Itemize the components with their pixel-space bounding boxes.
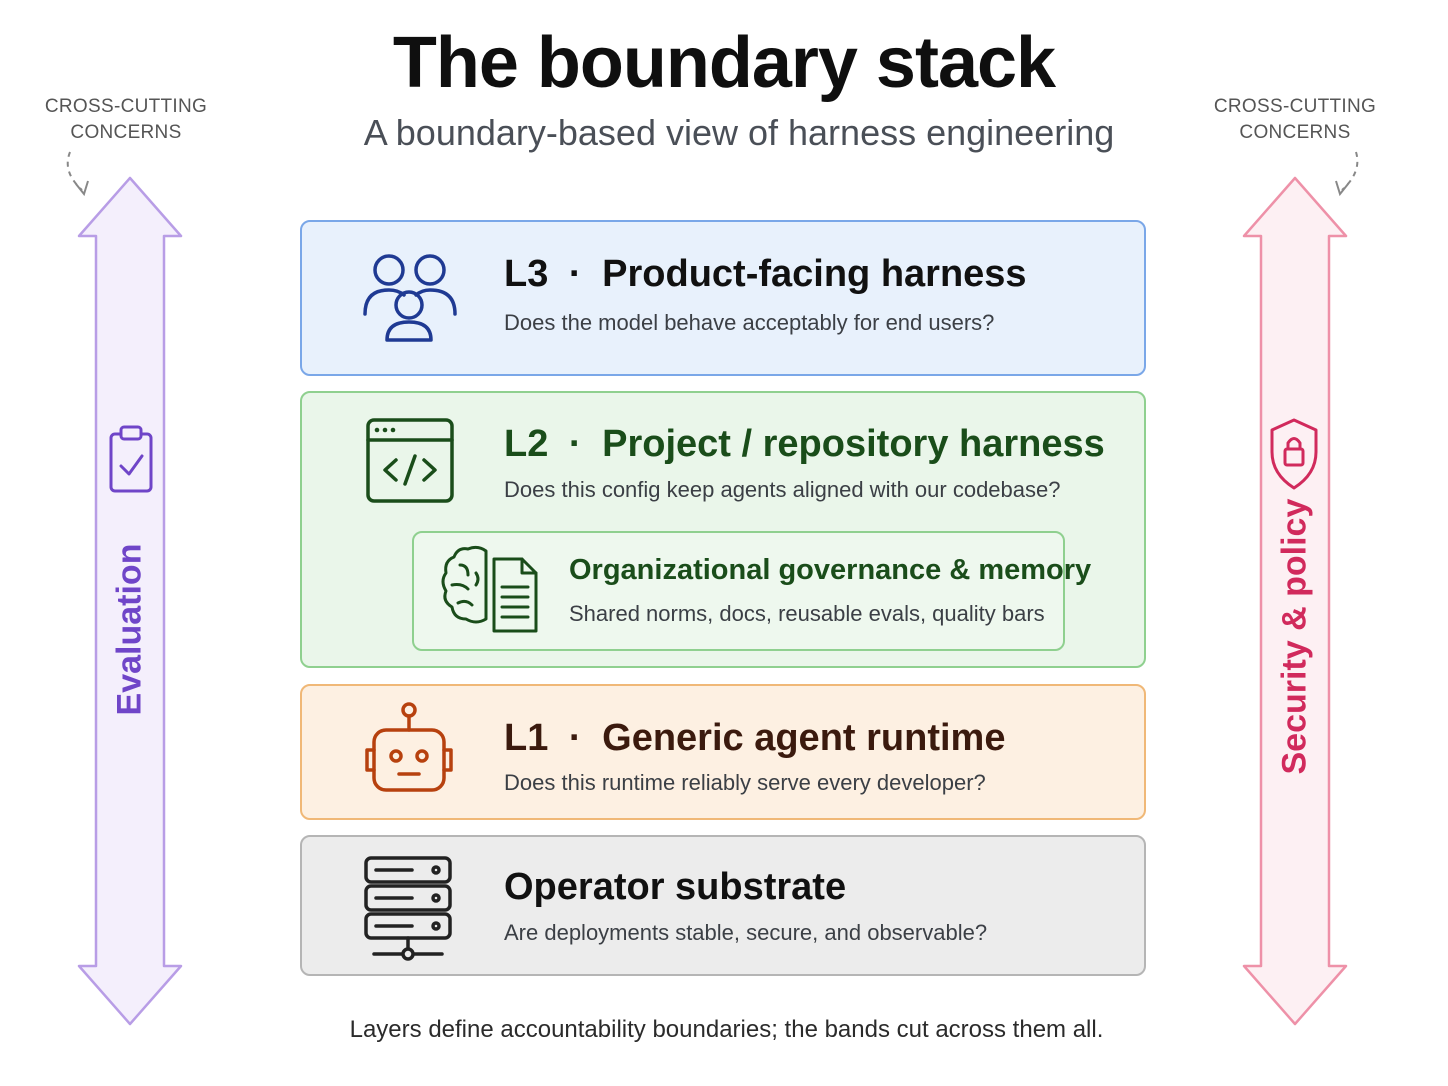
page-subtitle: A boundary-based view of harness enginee… xyxy=(363,112,1115,153)
layer-l3-card xyxy=(300,220,1146,376)
pointer-arrow-left xyxy=(66,151,83,191)
layer-l3-title: L3 · Product-facing harness xyxy=(504,253,1027,295)
layer-l3-question: Does the model behave acceptably for end… xyxy=(504,310,995,335)
layer-l2-question: Does this config keep agents aligned wit… xyxy=(504,477,1061,502)
pointer-arrow-right-head xyxy=(1335,180,1349,197)
layer-l1-question: Does this runtime reliably serve every d… xyxy=(504,770,986,795)
layer-l2-title: L2 · Project / repository harness xyxy=(504,423,1105,465)
security-band-arrow xyxy=(1242,176,1348,1026)
users-icon xyxy=(363,254,457,342)
security-band-label: Security & policy xyxy=(1275,498,1314,775)
clipboard-check-icon xyxy=(109,425,153,493)
layer-operator-title: Operator substrate xyxy=(504,866,847,908)
evaluation-band-label: Evaluation xyxy=(110,543,149,716)
layer-operator-question: Are deployments stable, secure, and obse… xyxy=(504,920,988,945)
evaluation-band-arrow xyxy=(77,176,183,1026)
layer-l1-title: L1 · Generic agent runtime xyxy=(504,717,1006,759)
org-governance-description: Shared norms, docs, reusable evals, qual… xyxy=(569,601,1045,626)
pointer-arrow-right xyxy=(1341,151,1359,191)
cross-cutting-label-left: CROSS-CUTTING CONCERNS xyxy=(44,96,208,143)
brain-document-icon xyxy=(441,545,538,633)
org-governance-title: Organizational governance & memory xyxy=(569,554,1092,586)
robot-icon xyxy=(365,702,453,792)
code-window-icon xyxy=(366,418,454,503)
pointer-arrow-left-head xyxy=(75,180,89,197)
page-title: The boundary stack xyxy=(392,23,1056,103)
server-icon xyxy=(364,856,452,961)
footer-note: Layers define accountability boundaries;… xyxy=(349,1016,1104,1043)
cross-cutting-label-right: CROSS-CUTTING CONCERNS xyxy=(1213,96,1377,143)
shield-lock-icon xyxy=(1270,418,1318,490)
layer-l1-card xyxy=(300,684,1146,820)
